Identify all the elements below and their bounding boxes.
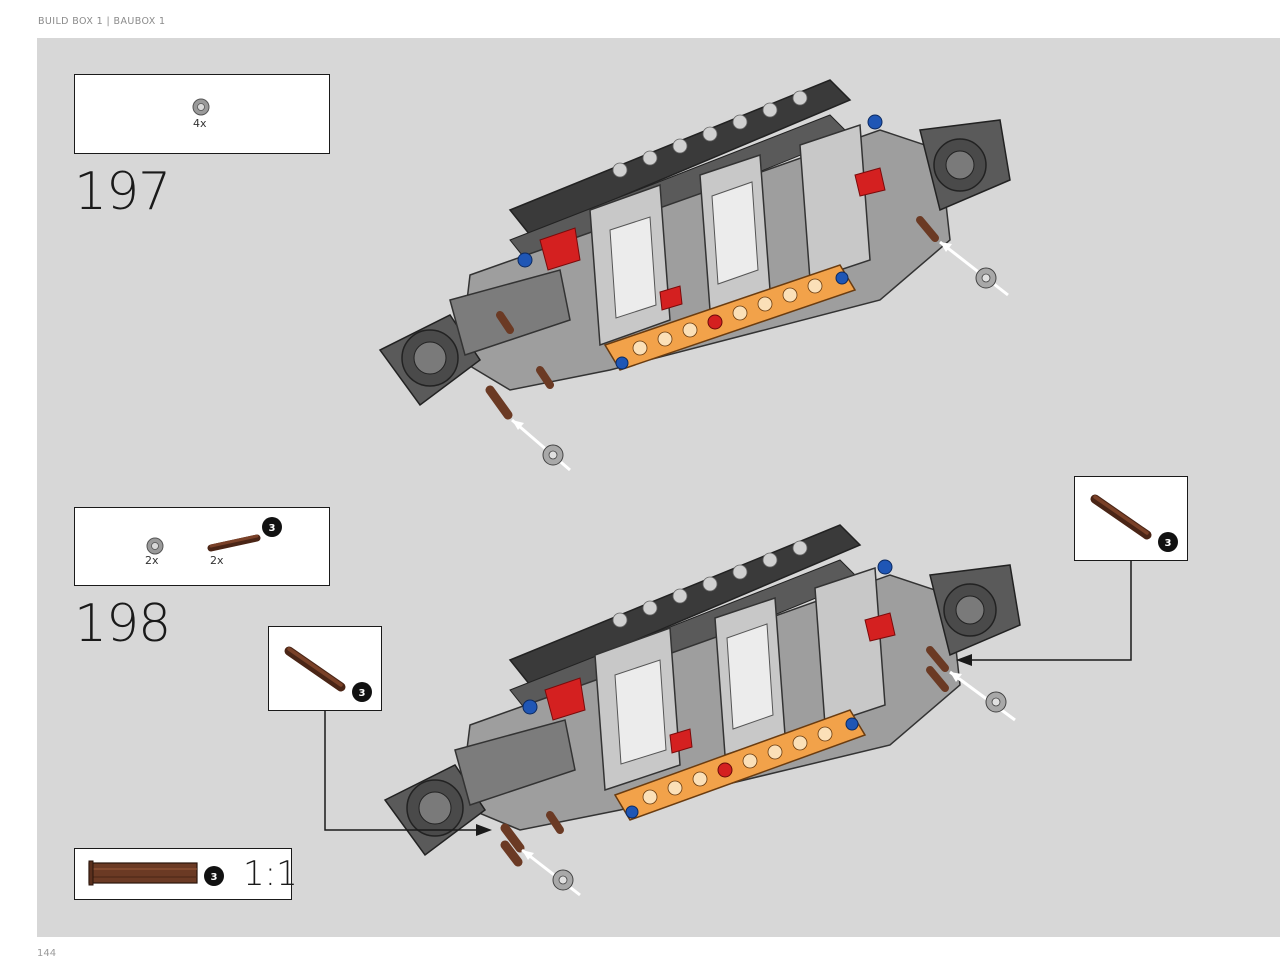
axle-length-badge: 3 [204,866,224,886]
page-number: 144 [37,948,57,959]
axle-length-label: 3 [359,688,366,699]
step-198-assembly-illustration [383,524,1021,897]
axle-length-label: 3 [1165,538,1172,549]
bush-part-icon [146,537,164,555]
axle-length-label: 3 [269,523,276,534]
step-198-parts-box: 2x 3 2x [74,507,330,586]
step-197-assembly-illustration [378,79,1011,472]
axle-callout-box-left: 3 [268,626,382,711]
step-number: 197 [74,162,171,222]
step-number: 198 [74,594,171,654]
part-quantity: 4x [193,117,207,130]
axle-length-badge: 3 [1158,532,1178,552]
step-197-parts-box: 4x [74,74,330,154]
scale-length-label: 3 [211,872,218,883]
bush-part-icon [192,98,210,116]
axle-callout-box-right: 3 [1074,476,1188,561]
axle-part-icon [207,534,261,552]
axle-part-icon [1090,494,1152,540]
axle-length-badge: 3 [262,517,282,537]
axle-length-badge: 3 [352,682,372,702]
axle-part-icon [284,646,346,692]
scale-reference-box: 3 1:1 [74,848,298,900]
axle-1to1-icon [88,860,198,886]
part-quantity: 2x [145,554,159,567]
scale-ratio: 1:1 [243,854,298,894]
page-header: BUILD BOX 1 | BAUBOX 1 [38,16,166,27]
part-quantity: 2x [210,554,224,567]
